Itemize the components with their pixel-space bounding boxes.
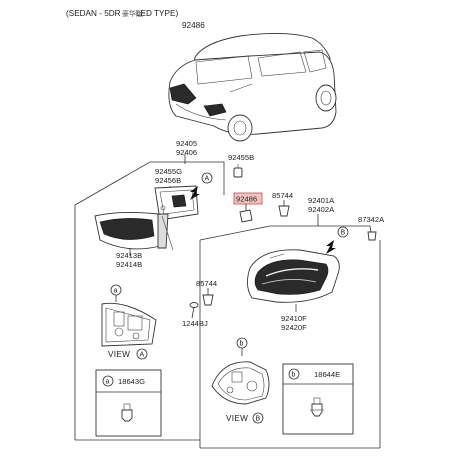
label-87342A: 87342A (358, 215, 385, 224)
label-92410F: 92410F (281, 314, 307, 323)
view-b-circle-letter: B (256, 416, 261, 423)
label-85744-mid: 85744 (196, 279, 217, 288)
clip-85744-mid (202, 294, 214, 306)
box-b-letter: b (292, 372, 296, 379)
label-92414B: 92414B (116, 260, 142, 269)
callout-a-letter: a (114, 288, 118, 295)
label-18643G: 18643G (118, 377, 145, 386)
callout-A-letter: A (205, 176, 210, 183)
label-1244BJ: 1244BJ (182, 319, 208, 328)
outer-lamp-92410F (247, 249, 340, 303)
lamp-housing-92455G (154, 185, 199, 221)
diagram-header: (SEDAN - 5DR 豪华版- LED TYPE) 92486 (66, 9, 205, 30)
view-a-detail: a VIEW A (101, 284, 157, 360)
callout-B-arrow: B (326, 226, 349, 254)
gasket-92486 (239, 209, 253, 223)
label-92486: 92486 (236, 195, 257, 204)
clip-87342A (367, 231, 377, 241)
screw-1244BJ (189, 302, 199, 319)
clip-85744-top (278, 205, 290, 217)
header-prefix: (SEDAN - 5DR (66, 9, 121, 18)
label-92420F: 92420F (281, 323, 307, 332)
label-92406: 92406 (176, 148, 197, 157)
label-92455G: 92455G (155, 167, 182, 176)
label-92401A: 92401A (308, 196, 335, 205)
view-b-label: VIEW (226, 414, 248, 423)
label-85744-top: 85744 (272, 191, 293, 200)
view-a-circle-letter: A (140, 352, 145, 359)
left-assembly-frame (74, 154, 225, 441)
view-a-label: VIEW (108, 350, 130, 359)
label-92413B: 92413B (116, 251, 142, 260)
callout-b-letter: b (240, 341, 244, 348)
inner-lamp-92413B (94, 211, 174, 251)
callout-A-arrow: A (190, 172, 213, 200)
box-a-letter: a (106, 379, 110, 386)
view-b-detail: b VIEW B (211, 337, 270, 424)
label-92456B: 92456B (155, 176, 181, 185)
header-suffix: LED TYPE) (136, 9, 178, 18)
callout-B-letter: B (341, 230, 346, 237)
car-illustration (168, 32, 337, 142)
header-code: 92486 (182, 21, 205, 30)
label-92402A: 92402A (308, 205, 335, 214)
label-92455B: 92455B (228, 153, 254, 162)
label-18644E: 18644E (314, 370, 340, 379)
header-overlap: 豪华版- (122, 9, 146, 18)
bulb-box-18644E: b 18644E (282, 363, 354, 435)
label-92405: 92405 (176, 139, 197, 148)
clip-92455B (233, 164, 243, 178)
bulb-box-18643G: a 18643G (95, 369, 162, 437)
highlight-92486[interactable]: 92486 (233, 192, 263, 205)
